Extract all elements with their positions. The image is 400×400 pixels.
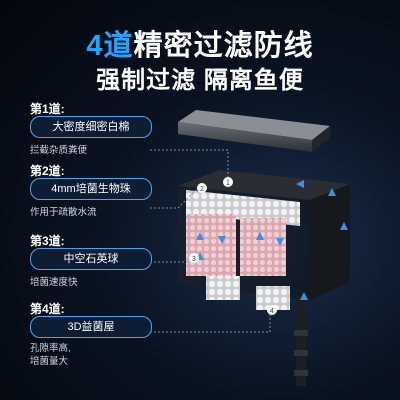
- marker-1: 1: [226, 180, 230, 187]
- marker-2: 2: [200, 186, 204, 193]
- stage-3-name: 中空石英球: [30, 248, 152, 270]
- stage-3-label: 第3道:: [30, 234, 65, 248]
- headline-number: 4道: [86, 30, 134, 62]
- stage-4-desc-line1: 孔隙率高,: [30, 343, 71, 354]
- stage-4-name: 3D益菌屋: [30, 316, 152, 338]
- stage-4-label: 第4道:: [30, 302, 65, 316]
- stage-1-label: 第1道:: [30, 102, 65, 116]
- stage-4-desc-line2: 培菌量大: [30, 356, 69, 367]
- marker-3: 3: [192, 256, 196, 263]
- stage-markers: 1 2 3 4: [189, 177, 277, 315]
- stage-2-label: 第2道:: [30, 164, 65, 178]
- stage-1-desc: 拦截杂质粪便: [30, 145, 88, 156]
- water-flow-arrow-icon: [196, 180, 348, 300]
- stage-1-name: 大密度细密白棉: [30, 116, 152, 138]
- subheadline: 强制过滤 隔离鱼便: [96, 67, 304, 94]
- stage-2-name: 4mm培菌生物珠: [30, 178, 152, 200]
- leader-lines: [150, 149, 271, 333]
- filter-body: [178, 170, 350, 310]
- headline: 4道精密过滤防线: [0, 22, 400, 64]
- stage-3-desc: 培菌速度快: [30, 277, 78, 288]
- headline-text: 精密过滤防线: [133, 30, 314, 62]
- marker-4: 4: [270, 308, 274, 315]
- filter-lid-icon: [178, 110, 330, 152]
- stage-2-desc: 作用于疏散水流: [30, 207, 97, 218]
- intake-pipe-icon: [294, 296, 308, 386]
